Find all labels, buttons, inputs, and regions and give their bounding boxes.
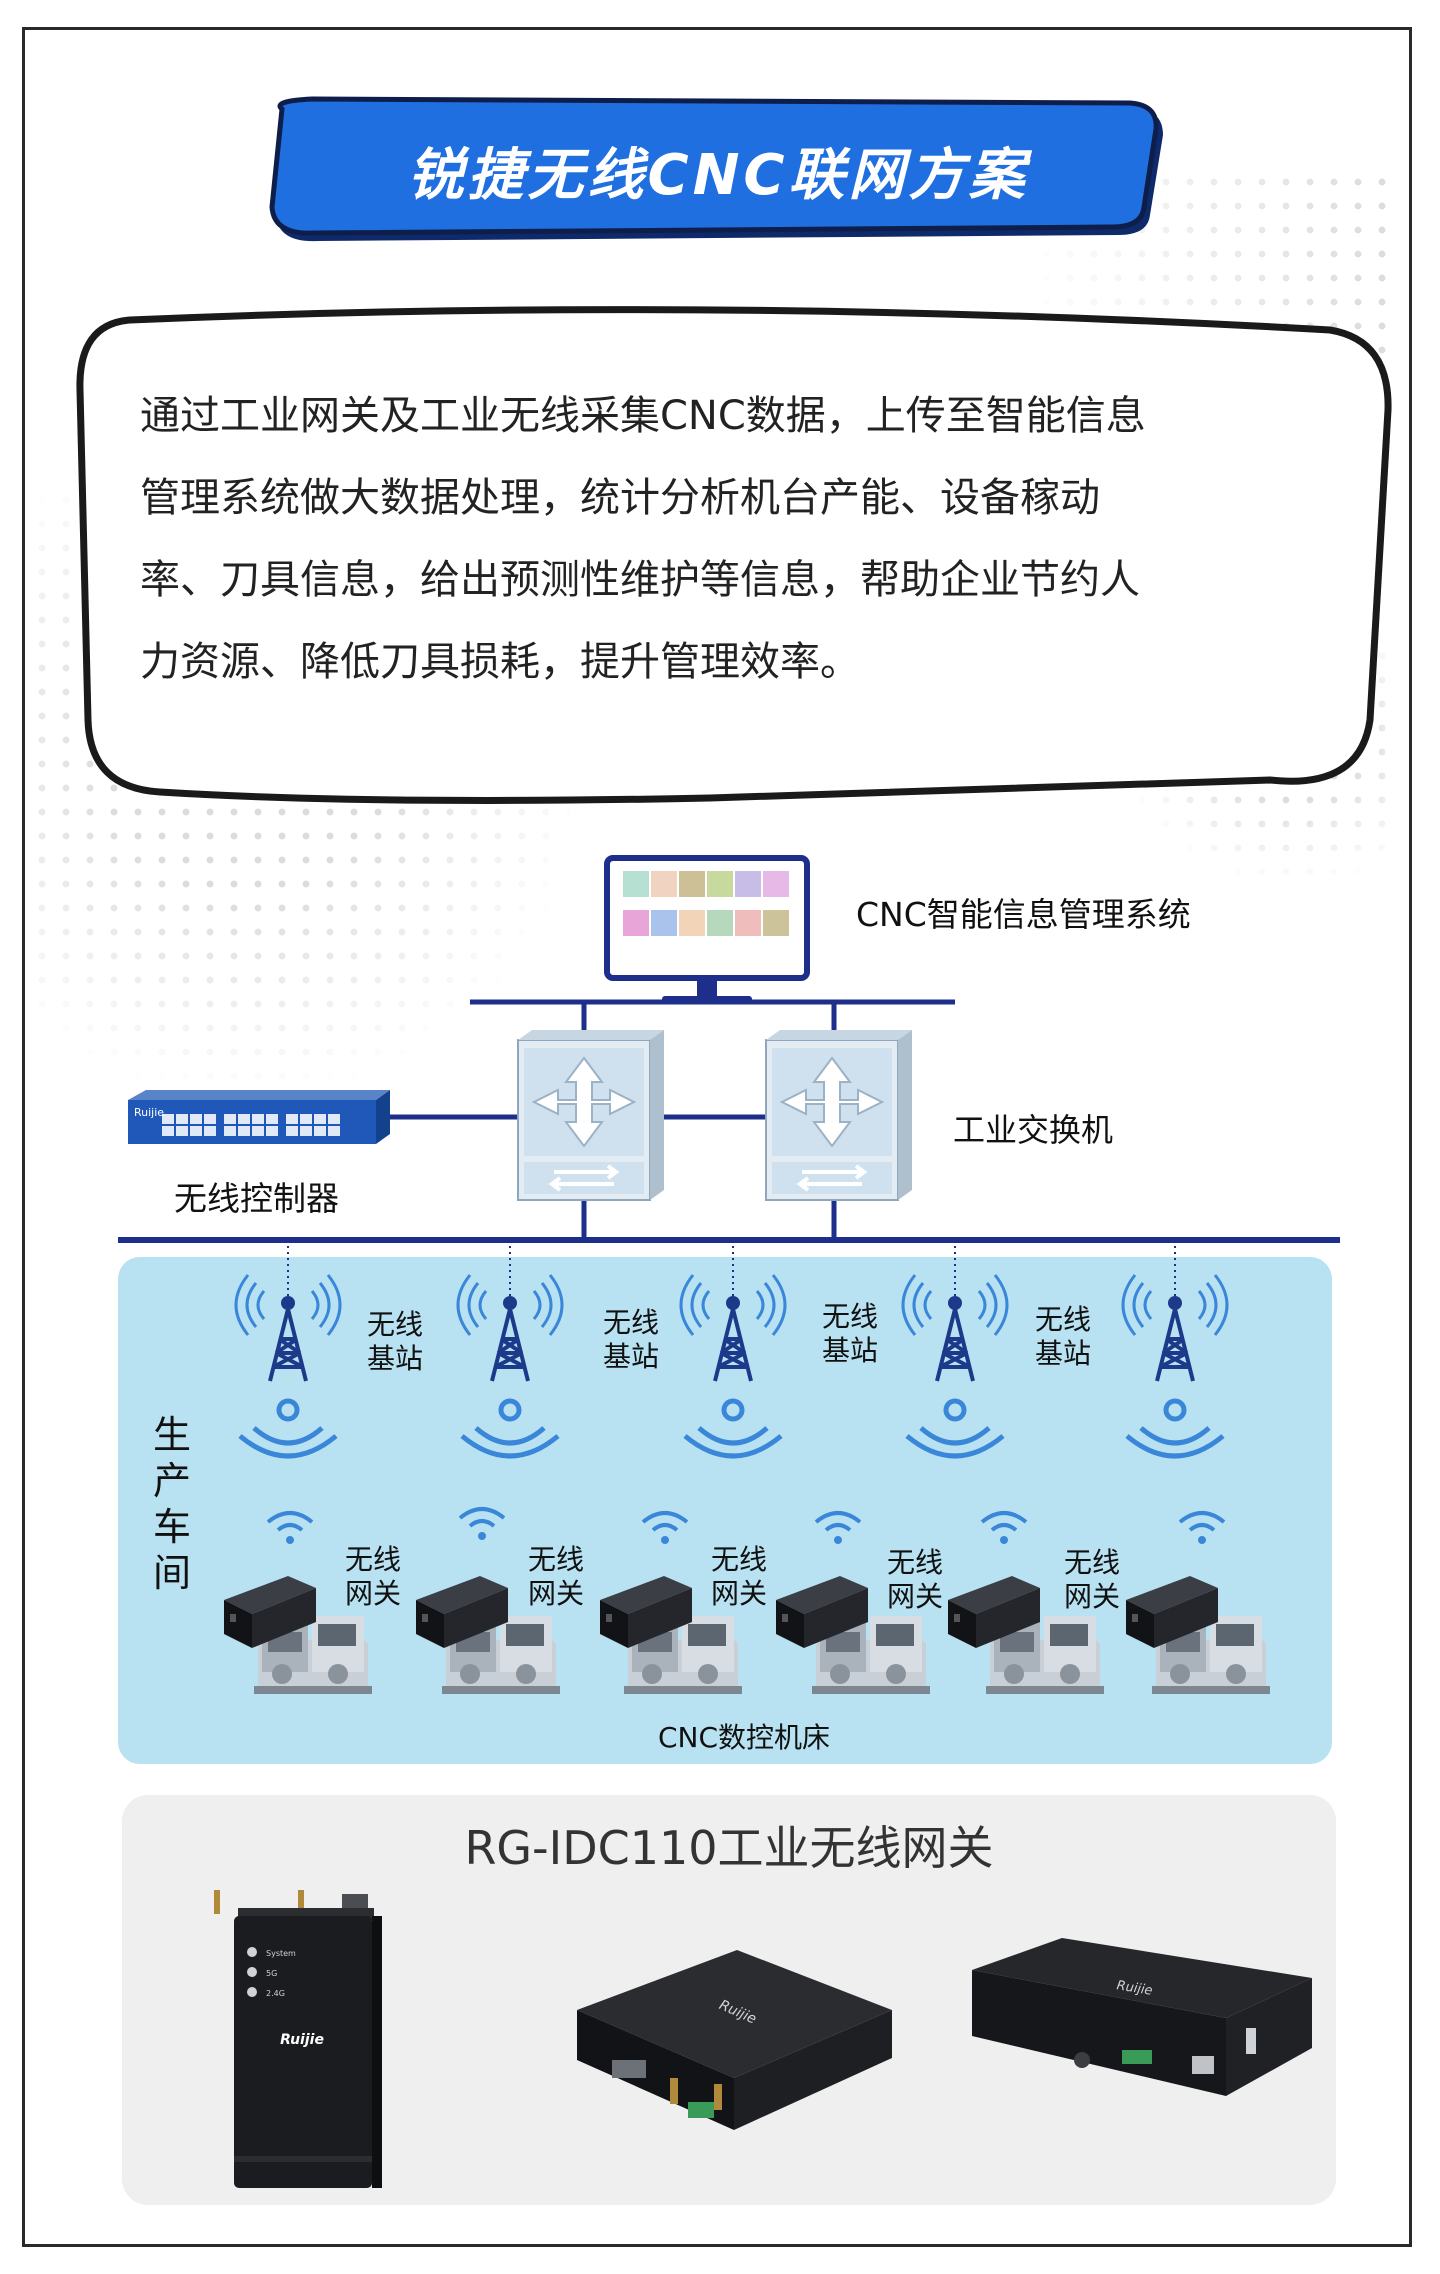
gateway-label: 无线网关 [882,1546,948,1614]
title-banner [269,96,1163,242]
workshop-char: 车 [152,1505,191,1549]
system-label: CNC智能信息管理系统 [856,895,1191,934]
led-label: System [266,1949,296,1958]
intro-line: 通过工业网关及工业无线采集CNC数据，上传至智能信息 [140,393,1146,439]
label-line: 无线 [710,1543,767,1576]
page-title: 锐捷无线CNC联网方案 [407,143,1029,208]
label-line: 网关 [1063,1580,1120,1613]
label-line: 基站 [366,1342,423,1375]
intro-bubble [76,306,1392,804]
label-line: 基站 [821,1334,878,1367]
gateway-label: 无线网关 [706,1543,772,1611]
intro-line: 率、刀具信息，给出预测性维护等信息，帮助企业节约人 [140,557,1140,603]
monitor-icon [604,855,810,1004]
base-station-label: 无线基站 [598,1306,664,1374]
intro-text: 通过工业网关及工业无线采集CNC数据，上传至智能信息 管理系统做大数据处理，统计… [140,375,1340,703]
gateway-label: 无线网关 [523,1543,589,1611]
label-line: 网关 [710,1577,767,1610]
workshop-label: 生 产 车 间 [152,1412,192,1596]
label-line: 无线 [1034,1303,1091,1336]
controller-brand: Ruijie [134,1106,164,1119]
switch-icon [765,1030,912,1201]
wireless-controller-icon: Ruijie [128,1090,390,1144]
label-line: 网关 [344,1577,401,1610]
label-line: 无线 [527,1543,584,1576]
product-title: RG-IDC110工业无线网关 [464,1821,994,1875]
network-lines [118,999,1340,1243]
label-line: 基站 [602,1340,659,1373]
controller-label: 无线控制器 [174,1179,339,1218]
label-line: 无线 [366,1308,423,1341]
workshop-char: 间 [152,1551,191,1595]
intro-line: 力资源、降低刀具损耗，提升管理效率。 [140,639,860,685]
gateway-device-flat: Ruijie [972,1938,1312,2096]
label-line: 网关 [527,1577,584,1610]
base-station-label: 无线基站 [817,1300,883,1368]
intro-line: 管理系统做大数据处理，统计分析机台产能、设备稼动 [140,475,1100,521]
network-diagram: Ruijie [118,855,1340,1764]
workshop-char: 生 [152,1413,191,1457]
gateway-device-vertical: System 5G 2.4G Ruijie [214,1890,382,2188]
label-line: 无线 [344,1543,401,1576]
brand-logo: Ruijie [1116,1978,1154,1998]
led-label: 2.4G [266,1989,285,1998]
machine-label: CNC数控机床 [658,1721,831,1754]
base-station-label: 无线基站 [1030,1303,1096,1371]
label-line: 无线 [821,1300,878,1333]
brand-logo: Ruijie [280,2032,324,2048]
label-line: 网关 [886,1580,943,1613]
label-line: 基站 [1034,1337,1091,1370]
label-line: 无线 [886,1546,943,1579]
switch-icon [517,1030,664,1201]
gateway-device-angled: Ruijie [577,1950,892,2130]
led-label: 5G [266,1969,277,1978]
gateway-label: 无线网关 [1059,1546,1125,1614]
gateway-label: 无线网关 [340,1543,406,1611]
workshop-char: 产 [152,1459,191,1503]
product-images: System 5G 2.4G Ruijie Ruijie Ruijie [214,1890,1312,2188]
base-station-label: 无线基站 [362,1308,428,1376]
label-line: 无线 [1063,1546,1120,1579]
label-line: 无线 [602,1306,659,1339]
switch-label: 工业交换机 [953,1111,1114,1149]
